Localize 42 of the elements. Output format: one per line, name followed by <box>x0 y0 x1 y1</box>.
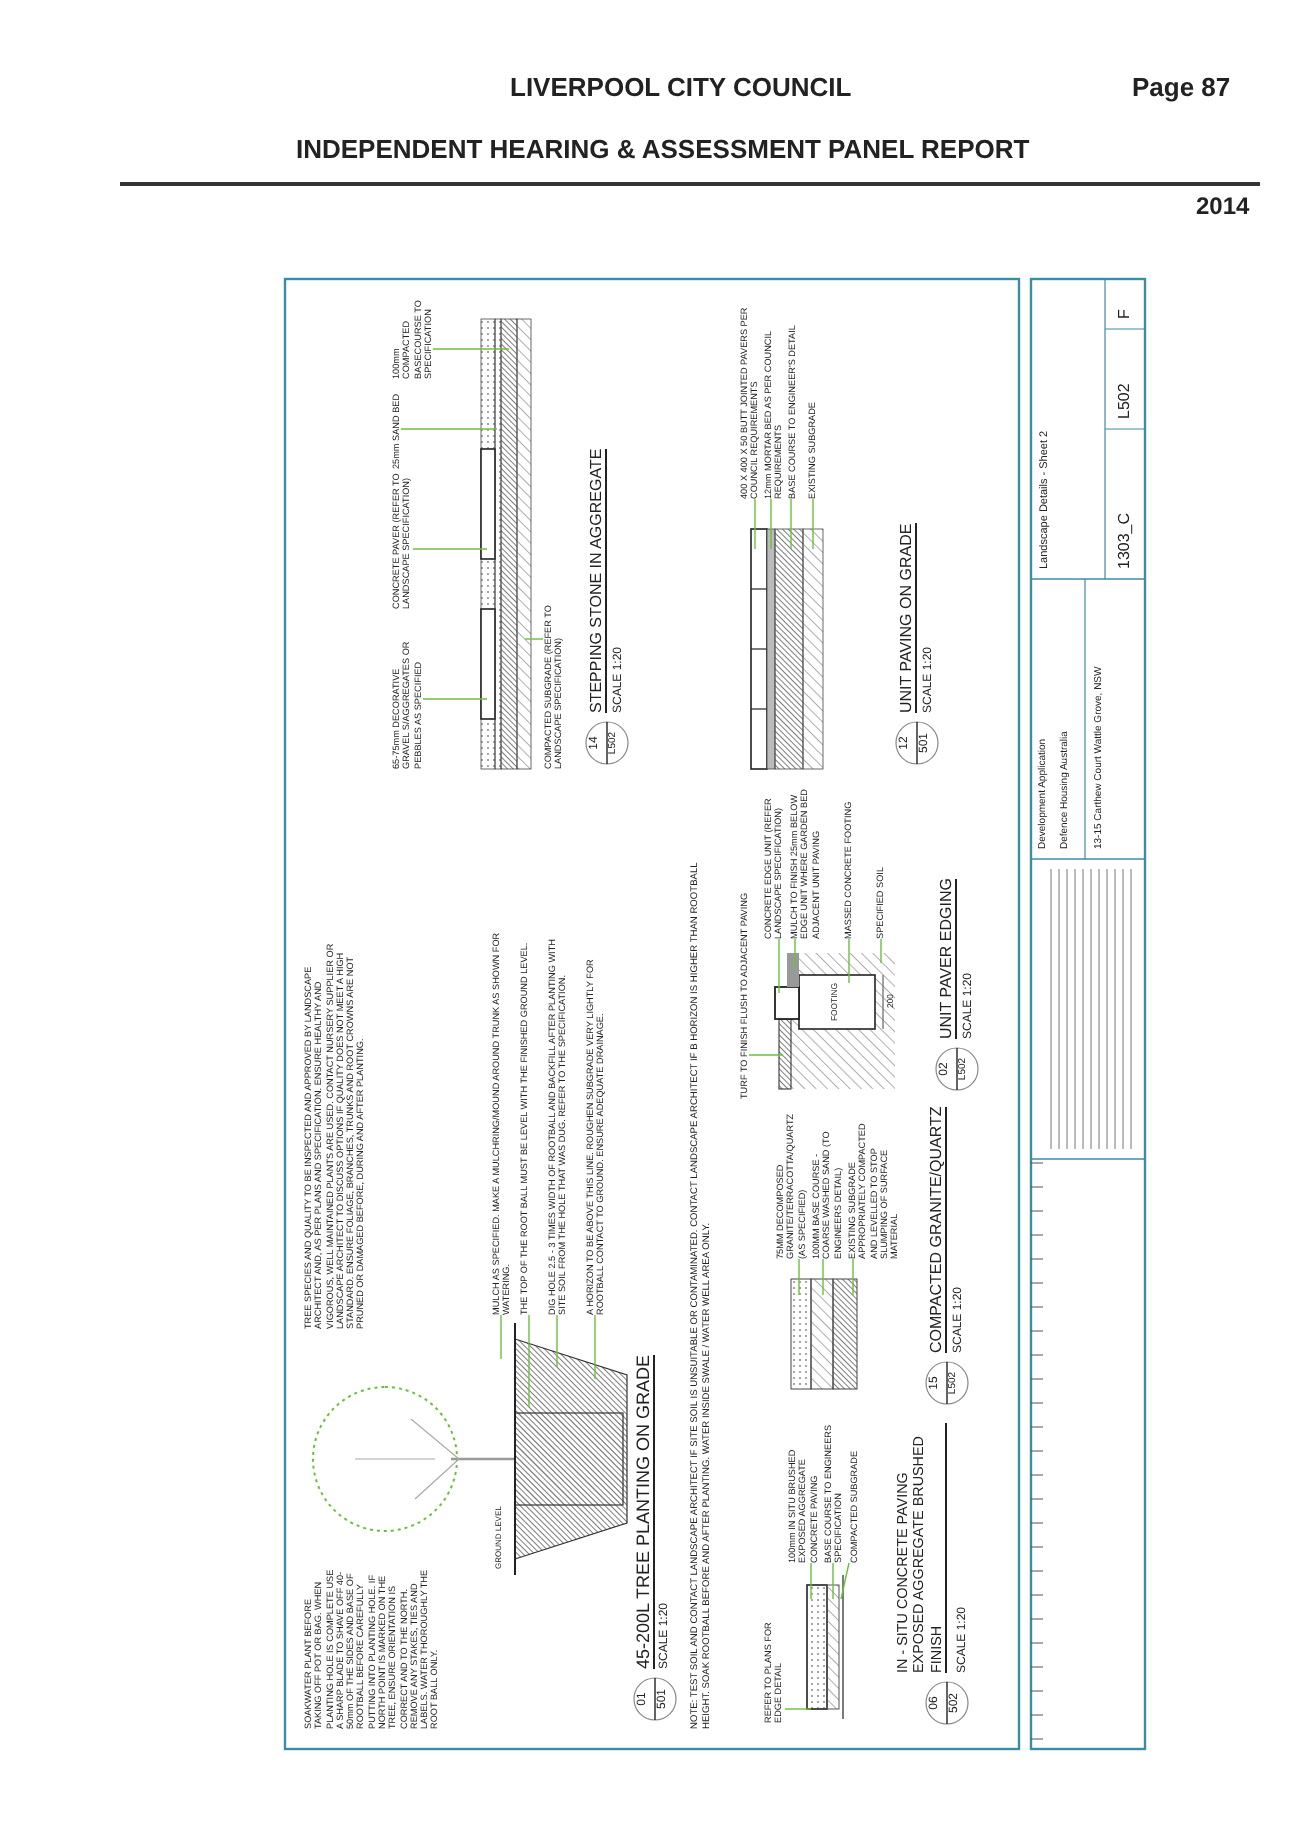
leader-line <box>412 548 488 550</box>
leader-line <box>748 1054 784 1056</box>
leader-line <box>880 938 882 964</box>
detail-title: 45-200L TREE PLANTING ON GRADE <box>633 1354 656 1669</box>
leader-line <box>832 1562 834 1600</box>
leader-line <box>432 348 510 350</box>
leader-line <box>852 1258 854 1296</box>
detail-title: UNIT PAVER EDGING <box>937 878 958 1039</box>
edging-section-drawing <box>774 953 895 1090</box>
leader-line <box>556 1314 558 1368</box>
concrete-paving-section-drawing <box>806 1574 844 1720</box>
leader-line <box>770 498 772 550</box>
detail-title: COMPACTED GRANITE/QUARTZ <box>927 1106 948 1353</box>
leader-line <box>528 1314 530 1408</box>
sheet-number: L502 <box>1115 381 1134 419</box>
leader-line <box>594 1314 596 1380</box>
stepping-stone-section-drawing <box>480 318 532 770</box>
leader-line <box>840 1562 850 1600</box>
leader-line <box>754 498 756 550</box>
gravel-section-drawing <box>790 1278 858 1390</box>
leader-line <box>422 698 488 700</box>
leader-line <box>822 1258 824 1296</box>
leader-line <box>500 1314 502 1360</box>
leader-line <box>790 498 792 550</box>
report-year: 2014 <box>1196 194 1250 222</box>
paving-section-drawing <box>750 528 824 770</box>
leader-line <box>400 428 498 430</box>
page-header-title: LIVERPOOL CITY COUNCIL <box>510 74 852 104</box>
leader-line <box>848 938 850 984</box>
leader-line <box>524 638 544 640</box>
detail-title: UNIT PAVING ON GRADE <box>897 523 918 713</box>
detail-title: STEPPING STONE IN AGGREGATE <box>587 448 608 713</box>
revision-letter: F <box>1115 307 1134 319</box>
drawing-number: 1303_C <box>1115 510 1134 569</box>
leader-line <box>794 938 796 970</box>
leader-line <box>784 1708 812 1710</box>
report-title: INDEPENDENT HEARING & ASSESSMENT PANEL REPORT <box>296 136 1030 166</box>
leader-line <box>778 938 780 994</box>
page-number: Page 87 <box>1132 74 1231 104</box>
leader-line <box>810 1562 812 1600</box>
leader-line <box>798 1258 800 1296</box>
leader-line <box>812 498 814 550</box>
